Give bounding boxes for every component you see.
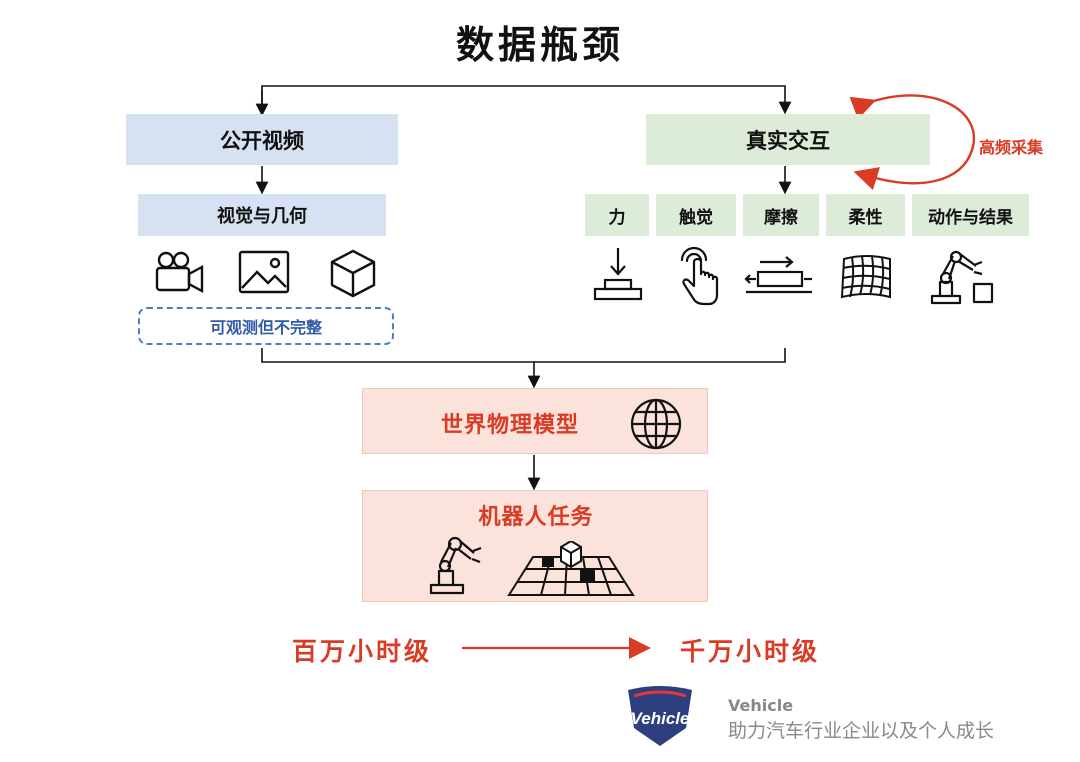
world-model-box: 世界物理模型 (362, 388, 708, 454)
real-interaction-box: 真实交互 (646, 114, 930, 165)
title-split-line (261, 85, 792, 115)
world-model-label: 世界物理模型 (441, 413, 580, 438)
merge-line (261, 348, 786, 363)
page-title: 数据瓶颈 (455, 23, 624, 67)
touch-hand-icon (676, 246, 720, 308)
svg-text:Vehicle: Vehicle (631, 709, 690, 728)
globe-icon (629, 397, 683, 451)
scale-from-label: 百万小时级 (292, 637, 433, 666)
robot-task-box: 机器人任务 (362, 490, 708, 602)
image-icon (238, 250, 290, 294)
robot-arm-box-icon (926, 248, 996, 306)
modality-force: 力 (585, 194, 649, 236)
force-press-icon (592, 246, 644, 304)
brand-slogan: 助力汽车行业企业以及个人成长 (728, 720, 995, 742)
modality-friction: 摩擦 (743, 194, 819, 236)
flexible-mesh-icon (838, 253, 894, 303)
modality-touch: 触觉 (656, 194, 736, 236)
vision-geometry-box: 视觉与几何 (138, 194, 386, 236)
brand-name: Vehicle (728, 696, 794, 715)
public-video-box: 公开视频 (126, 114, 398, 165)
robot-arm-icon (423, 533, 485, 595)
high-frequency-label: 高频采集 (979, 138, 1044, 157)
friction-icon (744, 256, 814, 296)
video-camera-icon (154, 250, 206, 294)
scale-to-label: 千万小时级 (680, 637, 821, 666)
grid-cube-icon (507, 541, 635, 597)
feedback-loop-arrow (849, 94, 975, 191)
observable-incomplete-label: 可观测但不完整 (138, 307, 394, 345)
vehicle-logo: Vehicle (622, 684, 698, 754)
modality-flexibility: 柔性 (826, 194, 905, 236)
cube-icon (328, 248, 378, 298)
modality-action-result: 动作与结果 (912, 194, 1029, 236)
robot-task-label: 机器人任务 (478, 505, 594, 530)
